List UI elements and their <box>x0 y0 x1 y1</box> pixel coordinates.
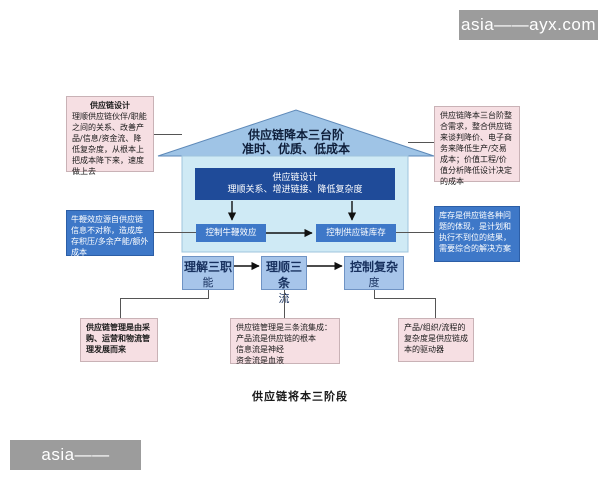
pillar-1-line-2: 能 <box>202 276 214 289</box>
note-bottom-center-line-2: 产品流是供应链的根本 <box>236 334 316 343</box>
core-subtitle: 理顺关系、增进链接、降低复杂度 <box>227 185 363 195</box>
note-bottom-left: 供应链管理是由采购、运营和物流管理发展而来 <box>80 318 158 362</box>
pillar-3-line-2: 度 <box>368 276 380 289</box>
note-bottom-center-line-4: 资金流是血液 <box>236 356 284 365</box>
connector-top-right <box>408 142 434 143</box>
bracket-left-drop <box>120 298 121 318</box>
core-box <box>195 168 395 200</box>
note-top-left-title: 供应链设计 <box>90 101 130 110</box>
note-bottom-center-line-1: 供应链管理是三条流集成： <box>236 323 332 332</box>
pillar-3-line-1: 控制复杂 <box>349 260 398 274</box>
note-bottom-center-line-3: 信息流是神经 <box>236 345 284 354</box>
watermark-bottom: asia——ayx.com <box>10 440 141 490</box>
bracket-left-horizontal <box>120 298 209 299</box>
note-mid-left: 牛鞭效应源自供应链信息不对称，造成库存积压/多余产能/额外成本 <box>66 210 154 257</box>
connector-top-left <box>154 134 182 135</box>
bracket-right-drop <box>435 298 436 318</box>
diagram-caption: 供应链将本三阶段 <box>252 390 348 403</box>
note-bottom-right: 产品/组织/流程的复杂度是供应链成本的驱动器 <box>398 318 474 362</box>
note-mid-right-body: 库存是供应链各种问题的体现，是计划和执行不到位的结果，需要综合的解决方案 <box>439 211 511 253</box>
note-bottom-left-body: 供应链管理是由采购、运营和物流管理发展而来 <box>86 323 150 354</box>
core-box-text: 供应链设计 理顺关系、增进链接、降低复杂度 <box>195 172 395 196</box>
pillar-three-flows: 理顺三条 流 <box>261 256 307 305</box>
note-top-right: 供应链降本三台阶整合需求，整合供应链来谈判降价、电子商务来降低生产/交易成本；价… <box>434 106 520 186</box>
bracket-center-vertical <box>284 290 285 318</box>
bracket-left-vertical <box>208 290 209 298</box>
pillar-complexity: 控制复杂 度 <box>344 256 404 290</box>
pillar-2-line-1: 理顺三条 <box>265 260 302 290</box>
note-bottom-center: 供应链管理是三条流集成： 产品流是供应链的根本 信息流是神经 资金流是血液 <box>230 318 340 365</box>
roof-title: 供应链降本三台阶 准时、优质、低成本 <box>200 128 392 156</box>
note-top-left-body: 理顺供应链伙伴/职能之间的关系、改善产品/信息/资金流、降低复杂度，从根本上把成… <box>72 112 147 176</box>
core-title: 供应链设计 <box>272 173 318 183</box>
inventory-control-box: 控制供应链库存 <box>316 224 396 242</box>
roof-line-2: 准时、优质、低成本 <box>241 142 350 156</box>
note-top-right-body: 供应链降本三台阶整合需求，整合供应链来谈判降价、电子商务来降低生产/交易成本；价… <box>440 111 512 186</box>
bracket-right-horizontal <box>374 298 436 299</box>
note-top-left: 供应链设计 理顺供应链伙伴/职能之间的关系、改善产品/信息/资金流、降低复杂度，… <box>66 96 154 176</box>
note-mid-left-body: 牛鞭效应源自供应链信息不对称，造成库存积压/多余产能/额外成本 <box>71 215 149 257</box>
bullwhip-control-box: 控制牛鞭效应 <box>196 224 266 242</box>
connector-mid-right <box>396 232 434 233</box>
note-mid-right: 库存是供应链各种问题的体现，是计划和执行不到位的结果，需要综合的解决方案 <box>434 206 520 262</box>
note-bottom-right-body: 产品/组织/流程的复杂度是供应链成本的驱动器 <box>404 323 468 354</box>
pillar-1-line-1: 理解三职 <box>183 260 232 274</box>
connector-mid-left <box>154 232 196 233</box>
roof-line-1: 供应链降本三台阶 <box>247 128 344 142</box>
bracket-right-vertical <box>374 290 375 298</box>
watermark-top: asia——ayx.com <box>459 10 598 40</box>
pillar-three-functions: 理解三职 能 <box>182 256 234 290</box>
